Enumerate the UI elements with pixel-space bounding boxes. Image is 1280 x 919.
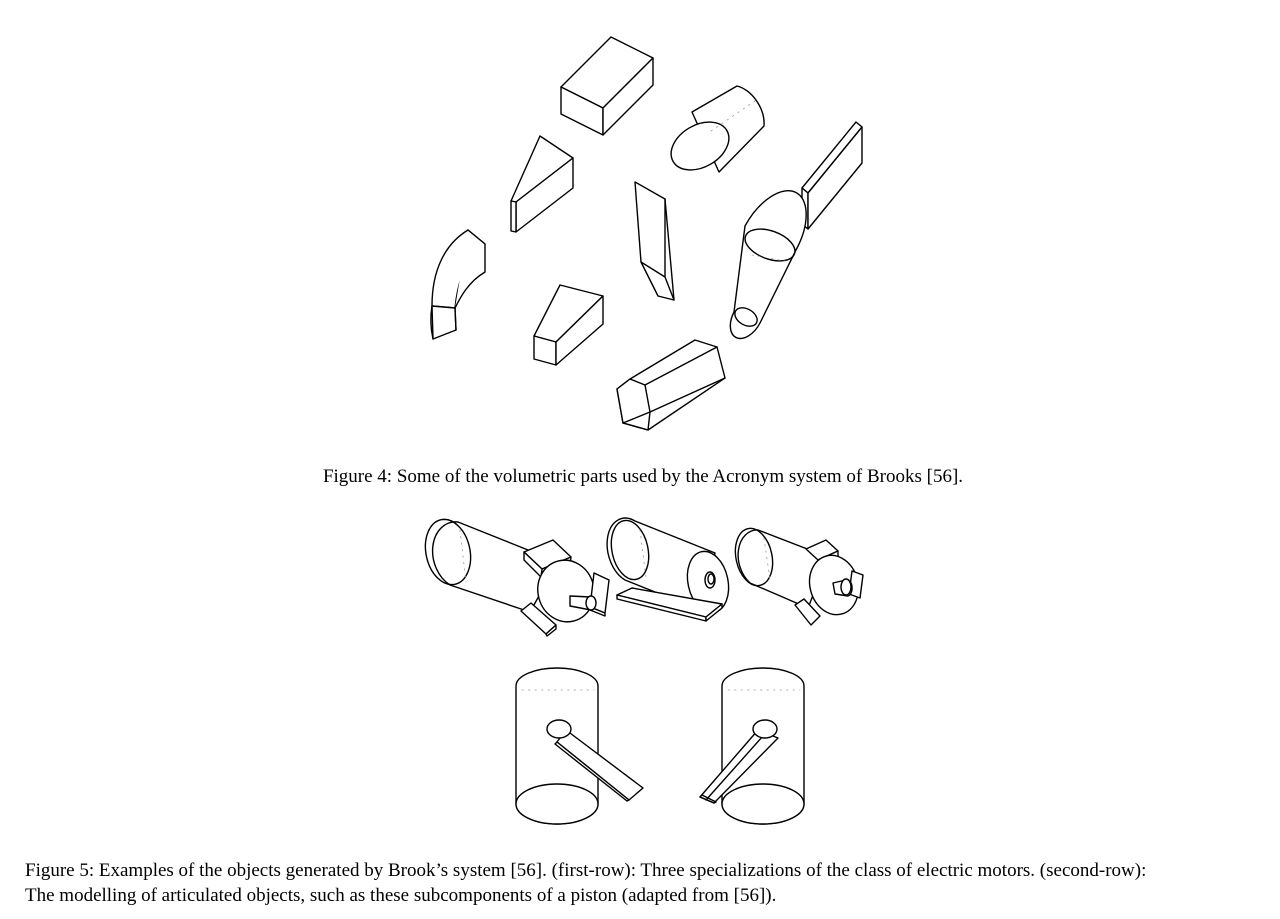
figure-4-caption: Figure 4: Some of the volumetric parts u… xyxy=(322,466,964,487)
figure-5-caption-line-2: The modelling of articulated objects, su… xyxy=(25,885,777,906)
figure-4-parts xyxy=(430,36,863,431)
figure-5-pistons xyxy=(515,667,805,825)
figure-5-caption: Figure 5: Examples of the objects genera… xyxy=(25,858,1280,908)
figure-5-caption-line-1: Figure 5: Examples of the objects genera… xyxy=(25,860,1147,881)
part-frustum-block xyxy=(533,284,604,366)
part-slab xyxy=(801,121,863,230)
motor-face-mounted xyxy=(734,527,864,626)
motor-base-mounted xyxy=(606,517,730,622)
part-hexagonal-prism xyxy=(616,339,726,431)
figure-5-motors xyxy=(424,517,864,637)
piston-right xyxy=(699,667,805,825)
part-cone xyxy=(729,189,807,340)
motor-flange-mounted xyxy=(424,518,610,637)
part-cylinder xyxy=(670,85,765,173)
part-wedge xyxy=(510,135,574,233)
part-tapered-prism xyxy=(634,181,675,301)
part-curved-section xyxy=(430,229,486,340)
part-box xyxy=(560,36,654,136)
piston-left xyxy=(515,667,644,825)
